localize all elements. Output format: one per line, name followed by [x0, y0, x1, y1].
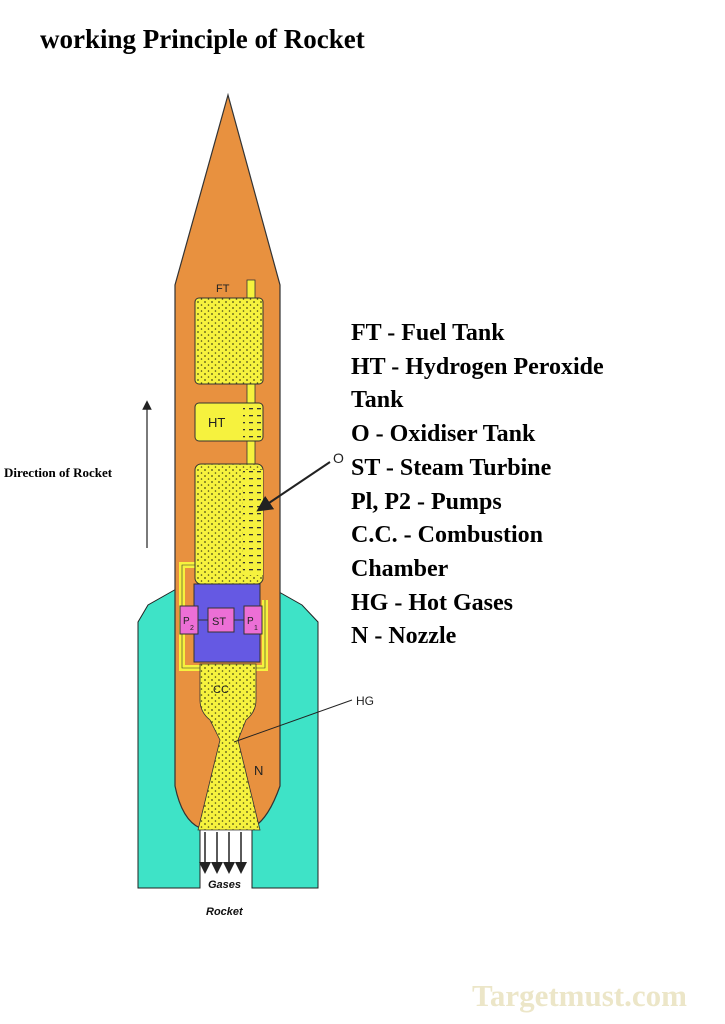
legend-item: Chamber	[351, 555, 449, 582]
p1-label: P	[247, 616, 254, 627]
ht-label: HT	[208, 415, 225, 430]
hg-label: HG	[356, 694, 374, 708]
ft-label: FT	[216, 283, 230, 295]
direction-label: Direction of Rocket	[4, 465, 113, 480]
rocket-label: Rocket	[206, 906, 244, 918]
legend-item: ST - Steam Turbine	[351, 454, 552, 481]
st-label: ST	[212, 616, 226, 628]
legend: FT - Fuel Tank HT - Hydrogen Peroxide Ta…	[351, 317, 711, 654]
p2-label: P	[183, 616, 190, 627]
oxidiser-pointer	[256, 461, 331, 512]
n-label: N	[254, 763, 263, 778]
page-title: working Principle of Rocket	[40, 24, 365, 54]
cc-label: CC	[213, 684, 229, 696]
legend-item: O - Oxidiser Tank	[351, 421, 536, 448]
steam-turbine	[207, 607, 235, 633]
hot-gases-pointer	[233, 699, 353, 743]
legend-item: Tank	[351, 387, 404, 414]
legend-item: Pl, P2 - Pumps	[351, 488, 502, 515]
watermark: Targetmust.com	[472, 978, 687, 1013]
legend-item: HT - Hydrogen Peroxide	[351, 353, 604, 380]
legend-item: HG - Hot Gases	[351, 589, 513, 616]
gases-label: Gases	[208, 879, 241, 891]
p2-sub-label: 2	[190, 625, 194, 632]
legend-item: N - Nozzle	[351, 623, 457, 650]
p1-sub-label: 1	[254, 625, 258, 632]
o-label: O	[333, 450, 344, 466]
legend-item: FT - Fuel Tank	[351, 320, 505, 346]
exhaust-arrows	[199, 832, 247, 874]
legend-item: C.C. - Combustion	[351, 522, 544, 549]
combustion-chamber	[197, 663, 261, 831]
fuel-tank	[194, 297, 264, 385]
